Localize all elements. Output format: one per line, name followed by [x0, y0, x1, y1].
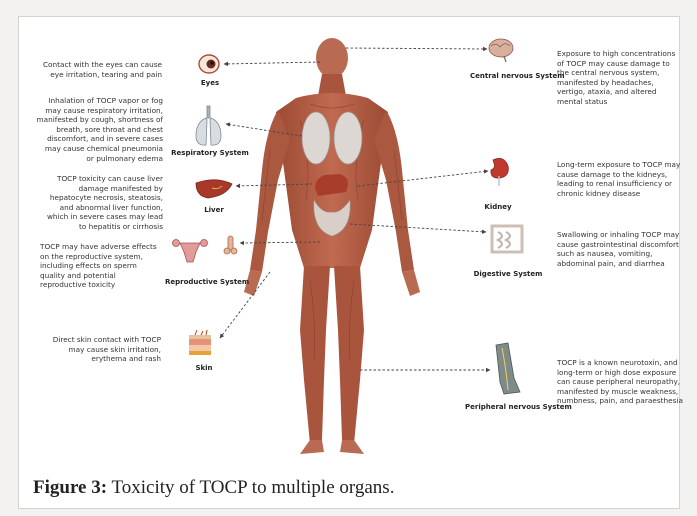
cns-arrow	[346, 48, 487, 49]
kidney-label: Kidney	[478, 203, 518, 211]
skin-layers-icon	[189, 330, 211, 355]
eyes-label: Eyes	[190, 79, 230, 87]
cns-label: Central nervous System	[470, 72, 550, 80]
lungs-icon	[196, 106, 221, 145]
kidney-icon	[491, 158, 508, 186]
male-reproductive-icon	[224, 236, 237, 254]
human-body-figure	[244, 38, 420, 454]
figure-caption-text: Toxicity of TOCP to multiple organs.	[111, 477, 394, 498]
liver-label: Liver	[194, 206, 234, 214]
cns-description: Exposure to high concentrations of TOCP …	[557, 49, 683, 107]
skin-description: Direct skin contact with TOCP may cause …	[40, 335, 161, 364]
eyes-arrow	[224, 62, 320, 64]
pns-description: TOCP is a known neurotoxin, and long-ter…	[557, 358, 683, 406]
peripheral-nerve-leg-icon	[496, 343, 520, 394]
figure-caption: Figure 3: Toxicity of TOCP to multiple o…	[33, 477, 394, 499]
pns-label: Peripheral nervous System	[465, 403, 555, 411]
kidney-description: Long-term exposure to TOCP may cause dam…	[557, 160, 681, 198]
eye-icon	[199, 55, 219, 73]
eyes-description: Contact with the eyes can cause eye irri…	[40, 60, 162, 79]
respiratory-description: Inhalation of TOCP vapor or fog may caus…	[36, 96, 163, 163]
liver-icon	[196, 180, 232, 198]
liver-description: TOCP toxicity can cause liver damage man…	[40, 174, 163, 232]
respiratory-label: Respiratory System	[170, 149, 250, 157]
uterus-icon	[173, 240, 208, 263]
intestine-icon	[492, 226, 522, 252]
digestive-description: Swallowing or inhaling TOCP may cause ga…	[557, 230, 681, 268]
brain-icon	[489, 39, 513, 62]
reproductive-label: Reproductive System	[165, 278, 245, 286]
digestive-label: Digestive System	[468, 270, 548, 278]
reproductive-description: TOCP may have adverse effects on the rep…	[40, 242, 164, 290]
figure-number: Figure 3:	[33, 477, 107, 498]
skin-label: Skin	[184, 364, 224, 372]
